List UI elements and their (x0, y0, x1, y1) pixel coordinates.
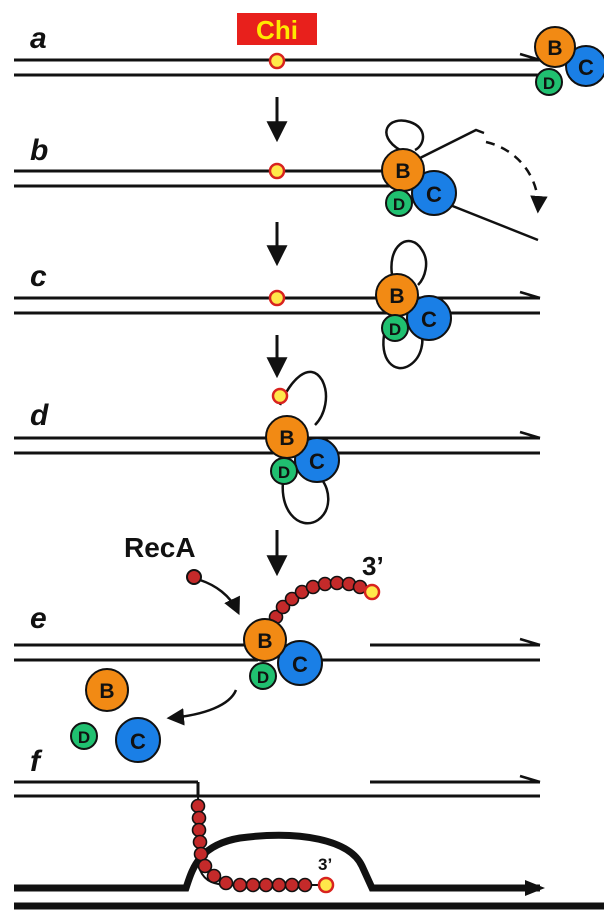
panel-letter-c: c (30, 260, 47, 293)
recA-label: RecA (124, 532, 196, 563)
panel-e: e RecA 3’ C B (14, 532, 541, 763)
recB-label: B (99, 680, 114, 703)
chi-site (268, 162, 286, 180)
recA-monomer (186, 569, 202, 585)
panel-letter-a: a (30, 22, 47, 55)
panel-letter-f: f (30, 745, 43, 778)
recA-filament (190, 795, 325, 893)
recD-label: D (389, 320, 401, 339)
recC-label: C (578, 55, 594, 80)
chi-site (268, 52, 286, 70)
recD-label: D (543, 74, 555, 93)
recbcd-complex: C B D (381, 148, 457, 217)
recbcd-complex: C B D (265, 415, 340, 485)
chi-site (271, 387, 289, 405)
chi-site (268, 289, 286, 307)
recD-label: D (78, 728, 90, 747)
recbcd-complex: C B D (243, 618, 323, 690)
recD-label: D (257, 668, 269, 687)
panel-f: f 3’ (14, 745, 604, 910)
panel-letter-d: d (30, 399, 49, 432)
panel-a: a C B D (14, 22, 604, 96)
recC-label: C (426, 182, 442, 207)
recC-label: C (130, 729, 146, 754)
chi-label-box: Chi (237, 13, 317, 45)
chi-label: Chi (256, 15, 298, 45)
recA-filament (268, 575, 373, 625)
recC-label: C (292, 652, 308, 677)
recD-label: D (393, 195, 405, 214)
panel-b: b C B D (14, 119, 548, 242)
panel-c: c C B D (14, 239, 541, 370)
recbcd-complex: C B D (534, 26, 604, 96)
recB-label: B (395, 160, 410, 183)
three-prime-label: 3’ (362, 551, 384, 581)
recB-label: B (257, 630, 272, 653)
recC-label: C (309, 449, 325, 474)
panel-letter-b: b (30, 134, 48, 167)
chi-site (317, 876, 335, 894)
panel-letter-e: e (30, 602, 47, 635)
panel-d: d C B D (14, 370, 541, 525)
recC-label: C (421, 307, 437, 332)
recB-label: B (279, 427, 294, 450)
recbcd-complex: C B D (375, 273, 452, 342)
three-prime-label-small: 3’ (318, 855, 332, 874)
recD-label: D (278, 463, 290, 482)
recB-label: B (547, 37, 562, 60)
dissociated-subunits: B D C (70, 668, 161, 763)
chi-site (363, 583, 381, 601)
recB-label: B (389, 285, 404, 308)
